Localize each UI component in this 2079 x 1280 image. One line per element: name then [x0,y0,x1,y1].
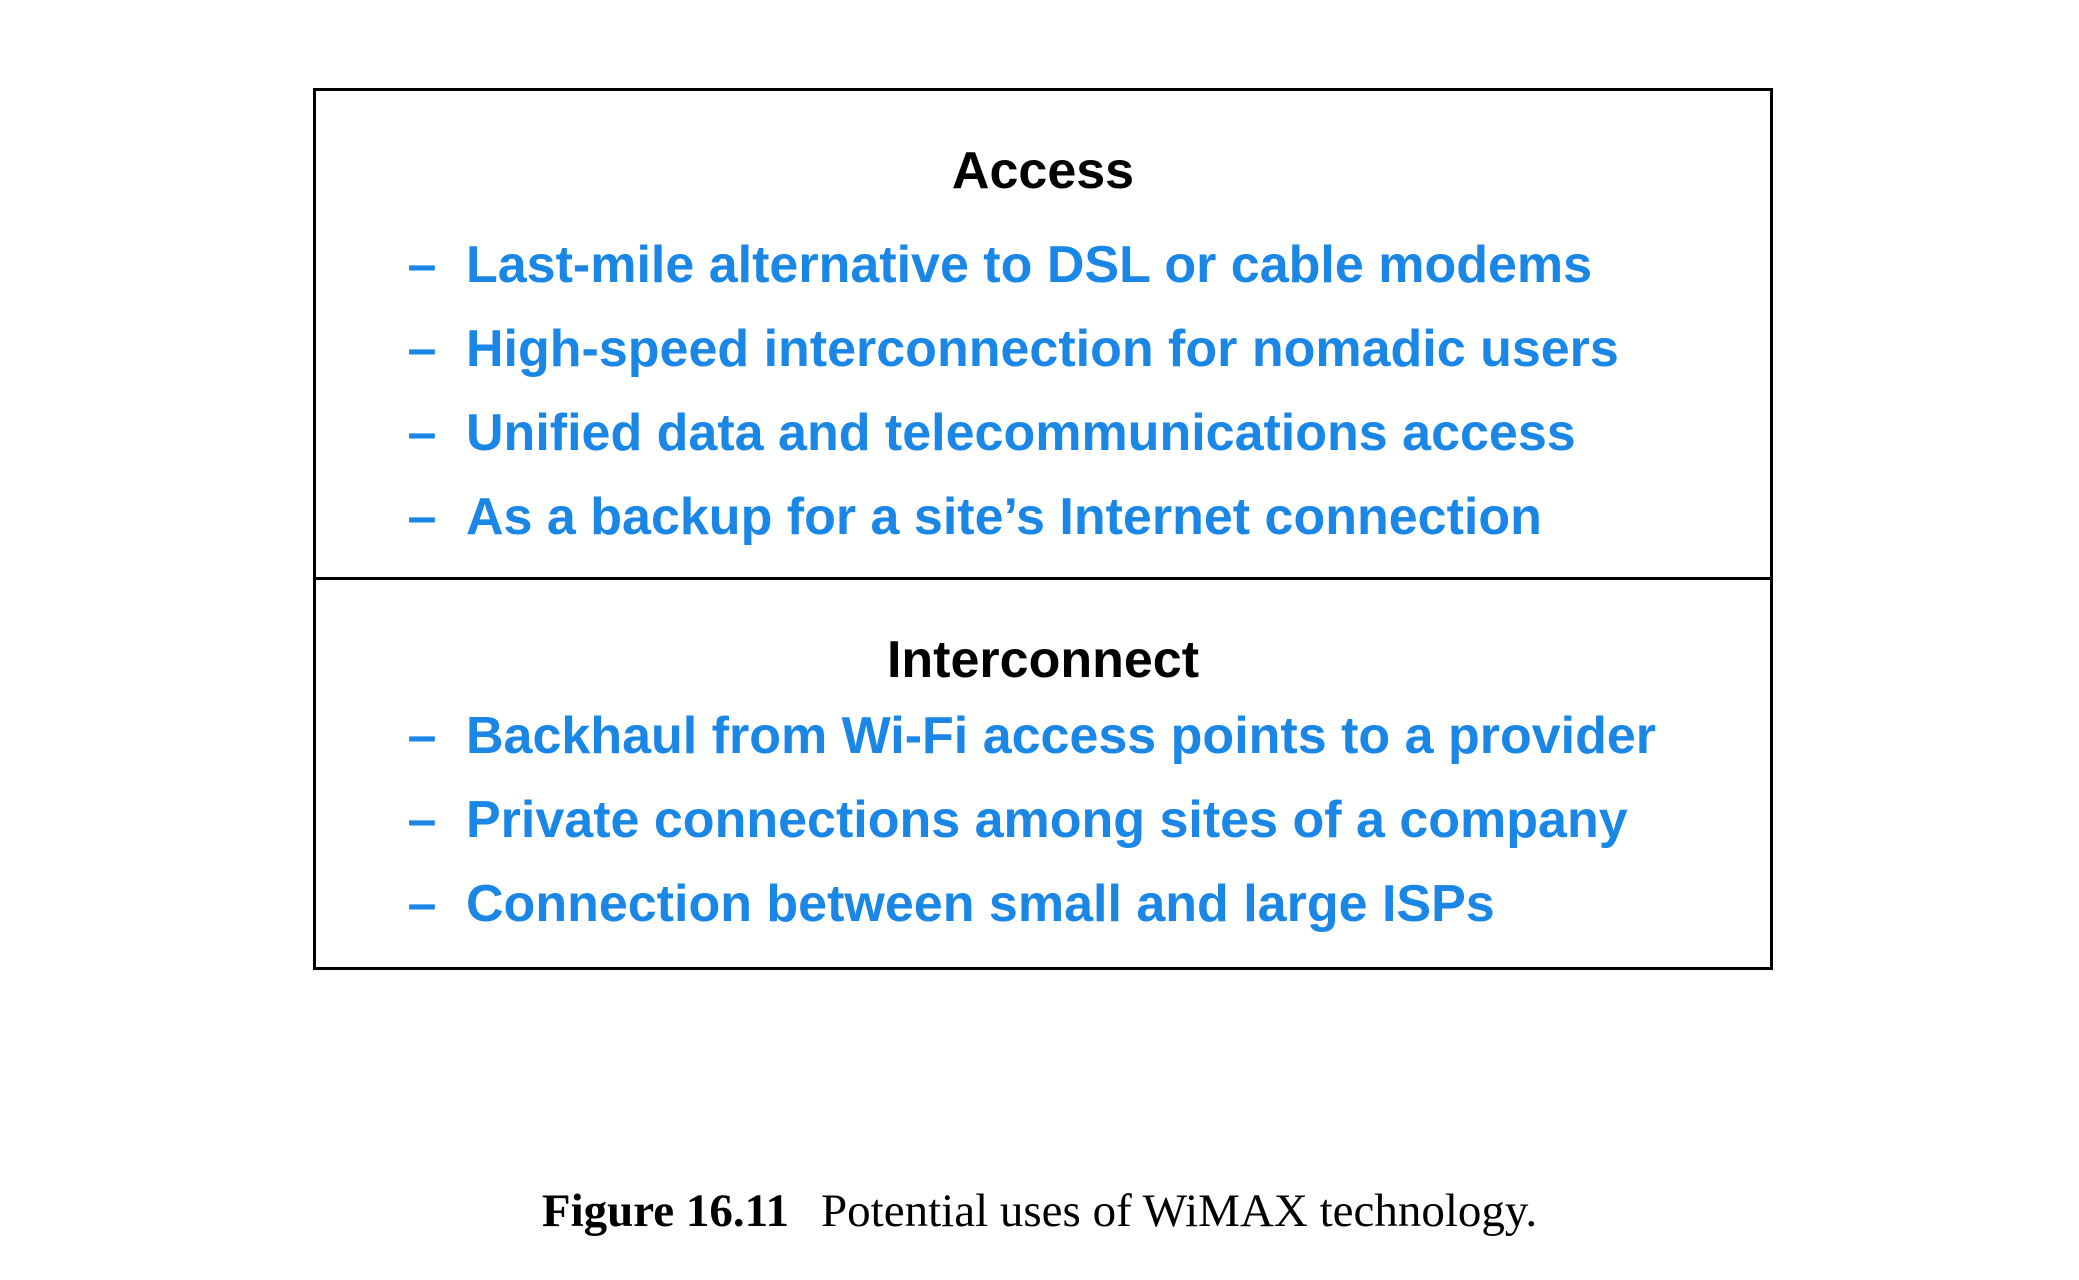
access-section-title: Access [951,142,1135,200]
list-item-text: Unified data and telecommunications acce… [466,404,1576,462]
list-item-text: Private connections among sites of a com… [466,791,1628,849]
list-item: – Connection between small and large ISP… [402,878,1770,962]
dash-bullet-icon: – [407,488,437,546]
access-section: Access – Last-mile alternative to DSL or… [316,91,1770,577]
figure-caption-text: Potential uses of WiMAX technology. [821,1185,1538,1237]
list-item-text: Connection between small and large ISPs [466,875,1495,933]
list-item: – Backhaul from Wi-Fi access points to a… [402,710,1770,794]
list-item-text: As a backup for a site’s Internet connec… [466,488,1542,546]
interconnect-section-title: Interconnect [886,631,1200,689]
wimax-uses-table: Access – Last-mile alternative to DSL or… [313,88,1773,970]
dash-bullet-icon: – [407,707,437,765]
list-item: – Last-mile alternative to DSL or cable … [402,239,1770,323]
interconnect-section: Interconnect – Backhaul from Wi-Fi acces… [316,577,1770,967]
dash-bullet-icon: – [407,320,437,378]
dash-bullet-icon: – [407,791,437,849]
access-bullet-list: – Last-mile alternative to DSL or cable … [402,239,1770,575]
list-item: – As a backup for a site’s Internet conn… [402,491,1770,575]
list-item-text: Last-mile alternative to DSL or cable mo… [466,236,1593,294]
dash-bullet-icon: – [407,875,437,933]
list-item: – Private connections among sites of a c… [402,794,1770,878]
list-item: – Unified data and telecommunications ac… [402,407,1770,491]
figure-caption: Figure 16.11 Potential uses of WiMAX tech… [0,1188,2079,1235]
interconnect-bullet-list: – Backhaul from Wi-Fi access points to a… [402,710,1770,962]
list-item-text: Backhaul from Wi-Fi access points to a p… [466,707,1657,765]
list-item-text: High-speed interconnection for nomadic u… [466,320,1619,378]
dash-bullet-icon: – [407,236,437,294]
list-item: – High-speed interconnection for nomadic… [402,323,1770,407]
figure-caption-label: Figure 16.11 [541,1185,790,1237]
dash-bullet-icon: – [407,404,437,462]
